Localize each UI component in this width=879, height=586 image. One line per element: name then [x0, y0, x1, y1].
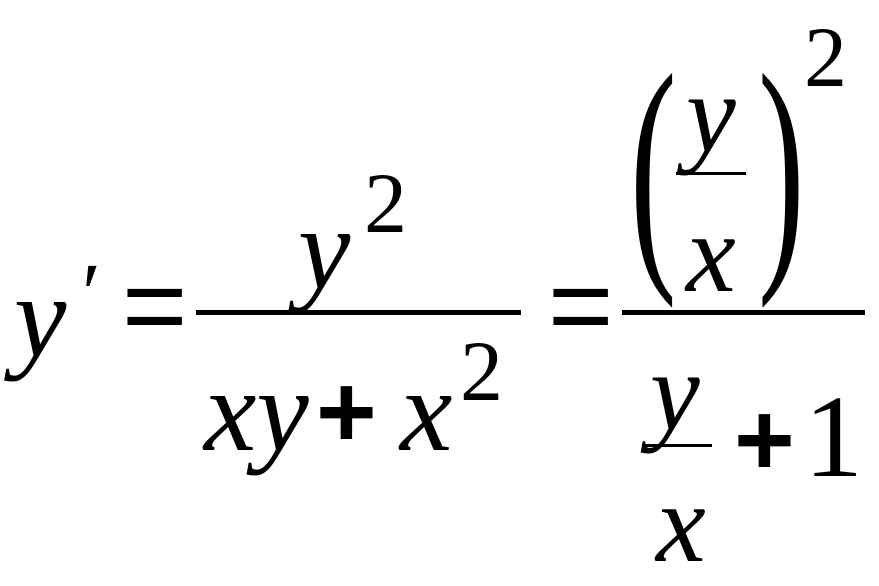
fraction-1-numerator-base: y: [298, 183, 351, 314]
equals-sign-1: =: [122, 243, 188, 368]
fraction-1-bar: [196, 310, 521, 315]
fraction-1-denominator-term-1: xy: [204, 345, 309, 476]
fraction-2-bar: [622, 310, 865, 315]
fraction-1-numerator-exponent: 2: [364, 155, 407, 251]
lhs-prime: ′: [82, 245, 101, 341]
equation-canvas: y ′ = y 2 xy + x 2 = ( y x ) 2 y x + 1: [14, 9, 865, 580]
fraction-2-denominator-inner-denominator: x: [656, 462, 706, 586]
fraction-1-denominator-term-2-exponent: 2: [460, 323, 503, 419]
fraction-2-numerator-exponent: 2: [804, 9, 847, 105]
fraction-2-inner-denominator: x: [686, 192, 736, 316]
fraction-1-denominator-term-2-base: x: [400, 345, 453, 476]
fraction-2-inner-bar: [676, 172, 746, 175]
fraction-2-inner-numerator: y: [686, 52, 736, 176]
fraction-2-close-paren: ): [758, 23, 805, 310]
fraction-2-denominator-plus: +: [734, 382, 795, 498]
fraction-2-denominator-inner-numerator: y: [650, 330, 700, 454]
fraction-2-denominator-inner-bar: [642, 444, 712, 447]
lhs-variable: y: [14, 251, 67, 382]
equals-sign-2: =: [548, 243, 614, 368]
fraction-2-denominator-constant: 1: [804, 371, 863, 502]
fraction-2-open-paren: (: [630, 23, 677, 310]
fraction-1-denominator-plus: +: [316, 354, 377, 470]
